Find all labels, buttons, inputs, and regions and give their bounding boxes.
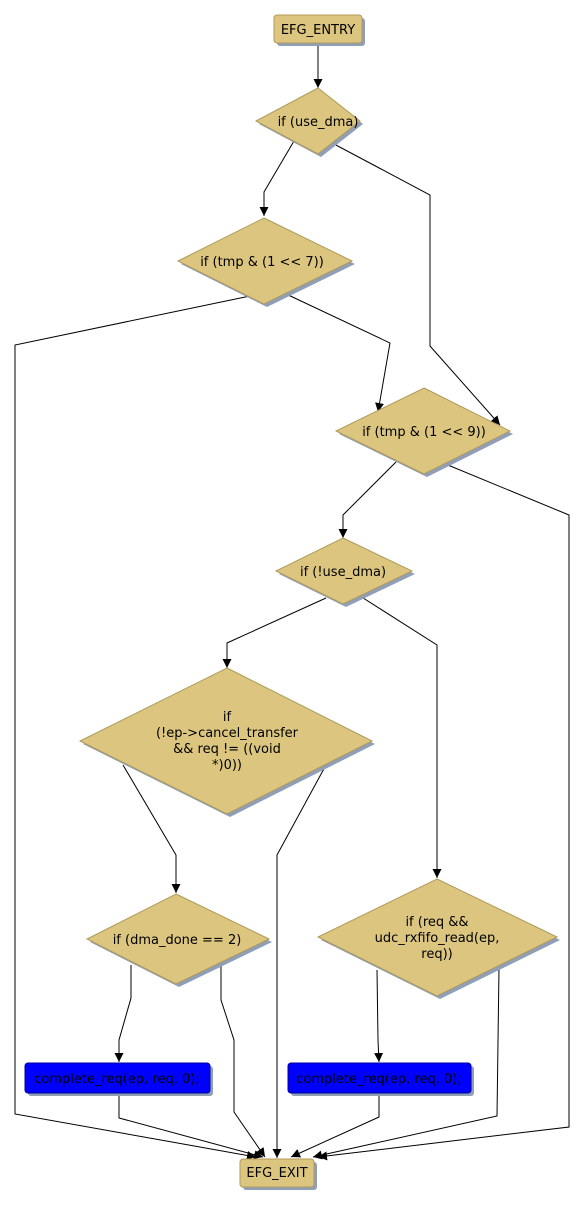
complete-req-left-node[interactable]: complete_req(ep, req, 0); bbox=[24, 1062, 213, 1096]
tmp9-decision[interactable]: if (tmp & (1 << 9)) bbox=[334, 387, 513, 477]
edge-cancel-to-dma-done bbox=[122, 764, 181, 893]
edge-tmp9-to-exit bbox=[317, 462, 570, 1161]
cancel-transfer-decision[interactable]: if (!ep->cancel_transfer && req != ((voi… bbox=[78, 667, 375, 817]
exit-node[interactable]: EFG_EXIT bbox=[239, 1158, 317, 1190]
edge-not-use-dma-to-cancel bbox=[222, 597, 327, 668]
exit-node-box bbox=[239, 1158, 315, 1188]
entry-node[interactable]: EFG_ENTRY bbox=[273, 14, 365, 46]
cancel-transfer-line-4: *)0)) bbox=[212, 758, 242, 773]
edge-complete-right-to-exit bbox=[290, 1093, 380, 1158]
use-dma-label: if (use_dma) bbox=[278, 115, 359, 130]
tmp7-label: if (tmp & (1 << 7)) bbox=[200, 255, 324, 270]
rxfifo-read-line-2: udc_rxfifo_read(ep, bbox=[375, 931, 500, 946]
edge-not-use-dma-to-rxfifo bbox=[359, 595, 442, 878]
use-dma-decision[interactable]: if (use_dma) bbox=[254, 87, 363, 157]
complete-req-right-node[interactable]: complete_req(ep, req, 0); bbox=[287, 1062, 474, 1096]
complete-req-left-box bbox=[24, 1062, 211, 1094]
edge-rxfifo-to-exit bbox=[312, 967, 500, 1160]
edge-dma-done-to-complete-left bbox=[114, 965, 132, 1062]
rxfifo-read-line-1: if (req && bbox=[405, 915, 468, 930]
edge-cancel-to-exit bbox=[272, 764, 327, 1158]
cancel-transfer-diamond bbox=[78, 667, 374, 815]
edge-use-dma-to-tmp7 bbox=[259, 140, 295, 216]
not-use-dma-diamond bbox=[274, 537, 414, 605]
dma-done-diamond bbox=[85, 893, 271, 985]
use-dma-diamond bbox=[254, 87, 361, 155]
rxfifo-read-line-3: req)) bbox=[421, 947, 452, 962]
tmp9-diamond bbox=[334, 387, 512, 475]
edge-complete-left-to-exit bbox=[118, 1093, 264, 1159]
tmp9-label: if (tmp & (1 << 9)) bbox=[362, 425, 486, 440]
cancel-transfer-line-2: (!ep->cancel_transfer bbox=[156, 726, 299, 741]
not-use-dma-label: if (!use_dma) bbox=[300, 565, 386, 580]
edge-tmp7-to-tmp9 bbox=[283, 292, 391, 413]
not-use-dma-decision[interactable]: if (!use_dma) bbox=[274, 537, 415, 607]
edge-use-dma-to-tmp9 bbox=[333, 143, 501, 426]
entry-node-label: EFG_ENTRY bbox=[281, 23, 355, 38]
complete-req-right-label: complete_req(ep, req, 0); bbox=[296, 1072, 461, 1087]
rxfifo-read-diamond bbox=[316, 878, 559, 997]
complete-req-left-label: complete_req(ep, req, 0); bbox=[34, 1072, 199, 1087]
entry-node-box bbox=[273, 14, 363, 44]
edge-tmp9-to-not-use-dma bbox=[338, 461, 397, 538]
tmp7-decision[interactable]: if (tmp & (1 << 7)) bbox=[176, 217, 355, 307]
edge-dma-done-to-exit bbox=[220, 962, 266, 1158]
cancel-transfer-line-3: && req != ((void bbox=[173, 742, 281, 757]
dma-done-label: if (dma_done == 2) bbox=[113, 933, 242, 948]
cancel-transfer-line-1: if bbox=[223, 710, 232, 725]
complete-req-right-box bbox=[287, 1062, 472, 1094]
rxfifo-read-decision[interactable]: if (req && udc_rxfifo_read(ep, req)) bbox=[316, 878, 560, 999]
edge-tmp7-to-exit bbox=[14, 295, 257, 1160]
dma-done-decision[interactable]: if (dma_done == 2) bbox=[85, 893, 272, 987]
edge-rxfifo-to-complete-right bbox=[374, 969, 384, 1063]
tmp7-diamond bbox=[176, 217, 354, 305]
edges bbox=[14, 46, 570, 1161]
exit-node-label: EFG_EXIT bbox=[246, 1166, 307, 1181]
